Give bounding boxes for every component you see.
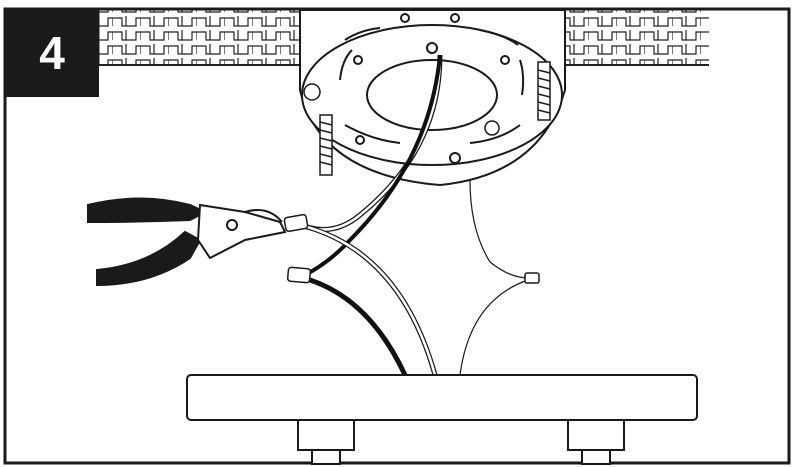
- fixture-wires: [299, 222, 529, 377]
- mounting-screw-left: [319, 114, 333, 176]
- canopy-plate: [186, 374, 698, 465]
- mounting-screw-right: [537, 61, 551, 121]
- step-number: 4: [5, 9, 99, 97]
- wire-nut-icon: [283, 213, 540, 284]
- ground-screw: [303, 83, 500, 136]
- pliers-icon: [87, 197, 287, 287]
